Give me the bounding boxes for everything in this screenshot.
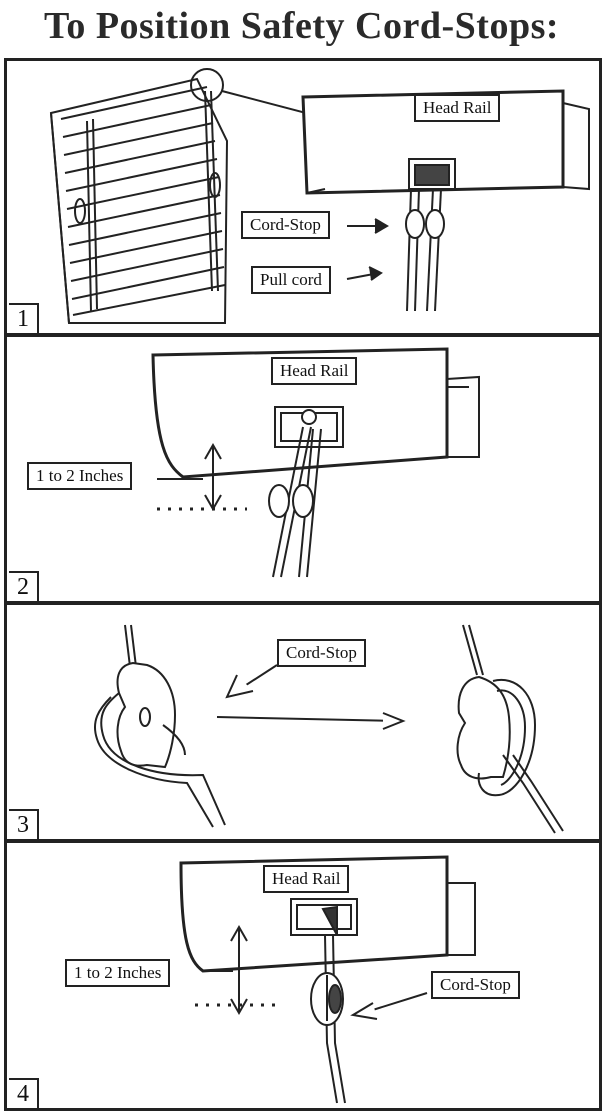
- head-rail-label: Head Rail: [271, 357, 358, 385]
- step-4-panel: Head Rail 1 to 2 Inches Cord-Stop 4: [4, 840, 602, 1111]
- step-1-illustration: [49, 68, 590, 324]
- distance-label: 1 to 2 Inches: [65, 959, 171, 987]
- pull-cord-label: Pull cord: [251, 266, 331, 294]
- step-3-illustration: [93, 624, 564, 834]
- head-rail-label: Head Rail: [263, 865, 350, 893]
- step-number: 3: [9, 809, 39, 839]
- step-1-panel: Head Rail Cord-Stop Pull cord 1: [4, 58, 602, 336]
- step-number: 2: [9, 571, 39, 601]
- cord-stop-label: Cord-Stop: [431, 971, 520, 999]
- cord-stop-label: Cord-Stop: [241, 211, 330, 239]
- head-rail-label: Head Rail: [414, 94, 501, 122]
- cord-stop-label: Cord-Stop: [277, 639, 366, 667]
- step-4-illustration: [179, 855, 476, 1104]
- step-2-panel: Head Rail 1 to 2 Inches 2: [4, 334, 602, 604]
- step-2-illustration: [151, 347, 480, 578]
- step-3-panel: Cord-Stop 3: [4, 602, 602, 842]
- page-title: To Position Safety Cord-Stops:: [43, 5, 560, 47]
- distance-label: 1 to 2 Inches: [27, 462, 133, 490]
- step-number: 1: [9, 303, 39, 333]
- step-number: 4: [9, 1078, 39, 1108]
